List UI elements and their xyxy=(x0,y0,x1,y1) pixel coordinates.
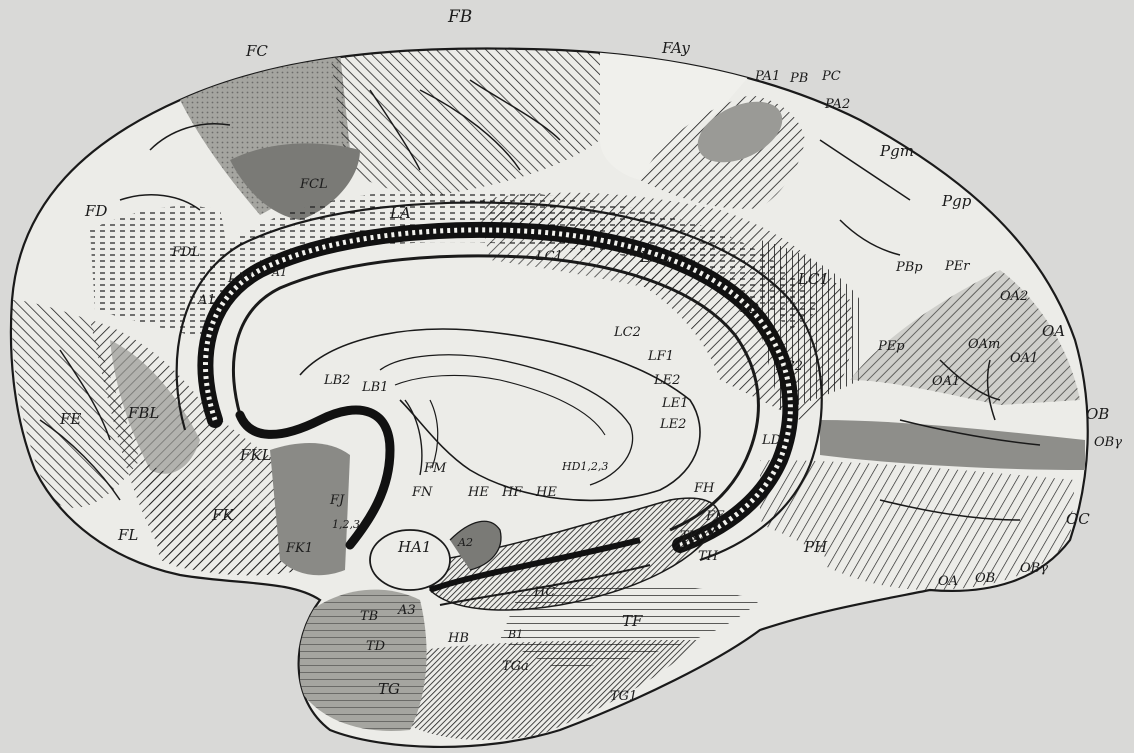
label-a2: A2 xyxy=(457,536,473,549)
label-b1: B1 xyxy=(507,628,523,641)
label-lb1: LB1 xyxy=(361,380,388,395)
label-tga: TGa xyxy=(502,659,529,674)
label-fn: FN xyxy=(411,485,433,500)
label-pa1: PA1 xyxy=(754,69,780,84)
label-fk: FK xyxy=(211,506,234,524)
label-hf: HF xyxy=(501,485,523,500)
label-he2: HE xyxy=(535,485,557,500)
label-fay: FAy xyxy=(661,39,690,57)
label-a1-left: A1 xyxy=(197,293,216,308)
label-ob-bottom-gamma: OBγ xyxy=(1020,561,1048,576)
label-tb: TB xyxy=(360,609,378,624)
label-ff: FF xyxy=(705,509,725,524)
label-lb2: LB2 xyxy=(323,373,350,388)
label-pgp: Pgp xyxy=(941,192,972,210)
label-ld-upper: LD xyxy=(739,301,760,316)
label-ph: PH xyxy=(803,538,828,556)
label-oa2: OA2 xyxy=(1000,289,1028,304)
label-oa: OA xyxy=(1042,322,1065,340)
label-lc2: LC2 xyxy=(639,248,671,266)
label-pc: PC xyxy=(821,69,841,84)
label-le2b: LE2 xyxy=(659,417,686,432)
label-fkl: FKL xyxy=(239,446,272,464)
label-pb: PB xyxy=(789,71,808,86)
label-fcl: FCL xyxy=(299,177,328,192)
label-a1-upper: A1 xyxy=(271,266,287,279)
label-le2: LE2 xyxy=(653,373,680,388)
label-tf: TF xyxy=(622,612,643,630)
label-pa2: PA2 xyxy=(824,97,850,112)
label-pgm: Pgm xyxy=(879,142,914,160)
label-oam: OAm xyxy=(968,337,1000,352)
label-fh: FH xyxy=(693,481,715,496)
label-ob-gamma: OBγ xyxy=(1094,435,1122,450)
label-fdl: FDL xyxy=(171,245,200,260)
label-fb-top: FB xyxy=(447,7,472,27)
label-a3: A3 xyxy=(397,603,416,618)
label-ob-bottom: OB xyxy=(975,571,995,586)
label-oa-bottom: OA xyxy=(938,574,958,589)
label-he1: HE xyxy=(467,485,489,500)
label-th: TH xyxy=(698,549,719,564)
label-fj123: FJ xyxy=(329,493,345,508)
label-ld-lower: LD xyxy=(761,433,782,448)
label-hb: HB xyxy=(447,631,469,646)
label-tk: TK xyxy=(680,529,700,544)
label-per: PEr xyxy=(944,259,970,274)
label-fl: FL xyxy=(117,526,138,544)
label-fk1: FK1 xyxy=(285,541,313,556)
label-la: LA xyxy=(389,204,411,222)
label-fe: FE xyxy=(59,410,81,428)
label-lc1-upper: LC1 xyxy=(535,249,563,264)
label-la1: LA1 xyxy=(227,271,254,286)
label-hc: HC xyxy=(533,585,555,600)
label-hd123: HD1,2,3 xyxy=(561,460,608,473)
label-lc2-right: LC2 xyxy=(775,359,803,374)
label-tg1: TG1 xyxy=(610,689,637,704)
label-td: TD xyxy=(366,639,386,654)
label-tg: TG xyxy=(378,680,400,698)
label-fbl: FBL xyxy=(127,404,159,422)
label-ha1: HA1 xyxy=(397,538,431,556)
label-oc: OC xyxy=(1066,510,1090,528)
label-lf1: LF1 xyxy=(647,349,674,364)
label-oa1-left: OA1 xyxy=(932,374,960,389)
label-ob: OB xyxy=(1086,405,1109,423)
label-fd: FD xyxy=(84,202,107,220)
label-lc2-mid: LC2 xyxy=(613,325,641,340)
label-oa1-right: OA1 xyxy=(1010,351,1038,366)
label-fc-top: FC xyxy=(245,42,268,60)
label-fj-sub: 1,2,3 xyxy=(332,518,360,531)
label-lc1-right: LC1 xyxy=(797,270,829,288)
label-pbp: PBp xyxy=(895,260,923,275)
label-pep: PEp xyxy=(877,339,905,354)
label-fm: FM xyxy=(423,461,447,476)
label-le1: LE1 xyxy=(661,396,688,411)
